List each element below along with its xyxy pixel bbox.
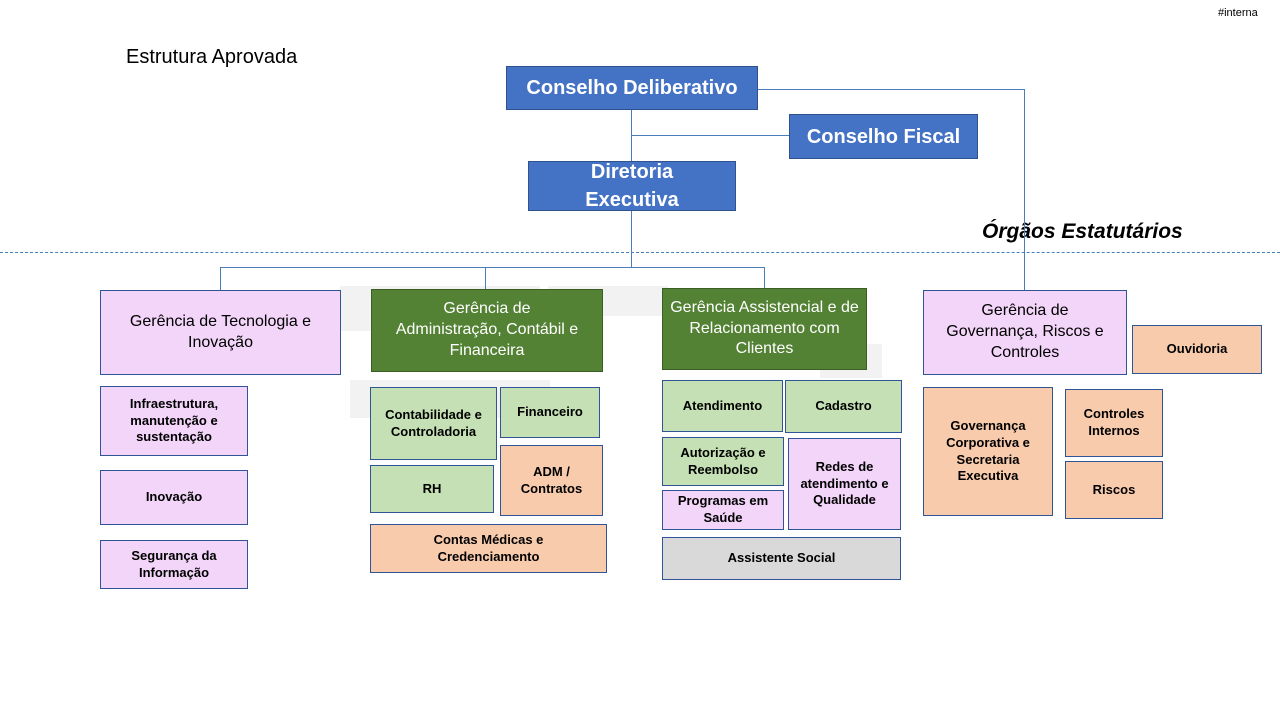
unit-seguranca-informacao: Segurança da Informação — [100, 540, 248, 589]
conselho-deliberativo-box: Conselho Deliberativo — [506, 66, 758, 110]
unit-infraestrutura: Infraestrutura, manutenção e sustentação — [100, 386, 248, 456]
unit-autorizacao-reembolso: Autorização e Reembolso — [662, 437, 784, 486]
gerencia-tecnologia-box: Gerência de Tecnologia e Inovação — [100, 290, 341, 375]
gerencia-governanca-box: Gerência de Governança, Riscos e Control… — [923, 290, 1127, 375]
unit-label: Financeiro — [517, 404, 583, 420]
unit-financeiro: Financeiro — [500, 387, 600, 438]
unit-riscos: Riscos — [1065, 461, 1163, 519]
unit-label: Inovação — [145, 489, 203, 505]
unit-rh: RH — [370, 465, 494, 513]
unit-label: RH — [422, 480, 442, 496]
interna-tag: #interna — [1218, 7, 1258, 19]
unit-contas-medicas: Contas Médicas e Credenciamento — [370, 524, 607, 573]
unit-label: Programas em Saúde — [677, 493, 769, 525]
unit-label: Governança Corporativa e Secretaria Exec… — [946, 417, 1030, 484]
gerencia-assistencial-label: Gerência Assistencial e de Relacionament… — [670, 298, 859, 358]
unit-label: Autorização e Reembolso — [680, 444, 766, 477]
page-title: Estrutura Aprovada — [126, 46, 298, 68]
unit-label: Assistente Social — [727, 550, 836, 566]
statutory-bodies-label: Órgãos Estatutários — [982, 220, 1183, 243]
conselho-deliberativo-label: Conselho Deliberativo — [526, 77, 738, 99]
gerencia-tecnologia-label: Gerência de Tecnologia e Inovação — [129, 312, 312, 351]
gerencia-administracao-box: Gerência de Administração, Contábil e Fi… — [371, 289, 603, 372]
diretoria-executiva-label: Diretoria Executiva — [585, 161, 679, 211]
unit-programas-saude: Programas em Saúde — [662, 490, 784, 530]
unit-label: Segurança da Informação — [131, 547, 217, 580]
unit-label: Contas Médicas e Credenciamento — [433, 531, 544, 564]
unit-label: Redes de atendimento e Qualidade — [800, 458, 889, 508]
unit-label: Cadastro — [815, 398, 872, 414]
unit-inovacao: Inovação — [100, 470, 248, 525]
connector-line — [220, 267, 765, 268]
connector-line — [757, 89, 1025, 90]
unit-governanca-corporativa: Governança Corporativa e Secretaria Exec… — [923, 387, 1053, 516]
connector-line — [764, 267, 765, 288]
unit-label: Controles Internos — [1083, 406, 1145, 438]
ouvidoria-box: Ouvidoria — [1132, 325, 1262, 374]
gerencia-administracao-label: Gerência de Administração, Contábil e Fi… — [395, 300, 579, 359]
connector-line — [220, 267, 221, 291]
unit-atendimento: Atendimento — [662, 380, 783, 432]
unit-label: Contabilidade e Controladoria — [385, 406, 482, 439]
unit-label: ADM / Contratos — [520, 463, 583, 496]
unit-label: Infraestrutura, manutenção e sustentação — [129, 395, 219, 445]
unit-cadastro: Cadastro — [785, 380, 902, 433]
diretoria-executiva-box: Diretoria Executiva — [528, 161, 736, 211]
unit-adm-contratos: ADM / Contratos — [500, 445, 603, 516]
unit-label: Atendimento — [682, 397, 763, 413]
unit-assistente-social: Assistente Social — [662, 537, 901, 580]
conselho-fiscal-label: Conselho Fiscal — [806, 125, 961, 148]
connector-line — [485, 267, 486, 289]
connector-line — [631, 210, 632, 267]
unit-redes-atendimento: Redes de atendimento e Qualidade — [788, 438, 901, 530]
unit-label: Riscos — [1092, 481, 1136, 497]
gerencia-governanca-label: Gerência de Governança, Riscos e Control… — [946, 302, 1104, 361]
gerencia-assistencial-box: Gerência Assistencial e de Relacionament… — [662, 288, 867, 370]
connector-line — [631, 135, 790, 136]
statutory-divider — [0, 252, 1280, 253]
unit-contabilidade: Contabilidade e Controladoria — [370, 387, 497, 460]
ouvidoria-label: Ouvidoria — [1166, 341, 1228, 357]
unit-controles-internos: Controles Internos — [1065, 389, 1163, 457]
connector-line — [1024, 89, 1025, 291]
conselho-fiscal-box: Conselho Fiscal — [789, 114, 978, 159]
